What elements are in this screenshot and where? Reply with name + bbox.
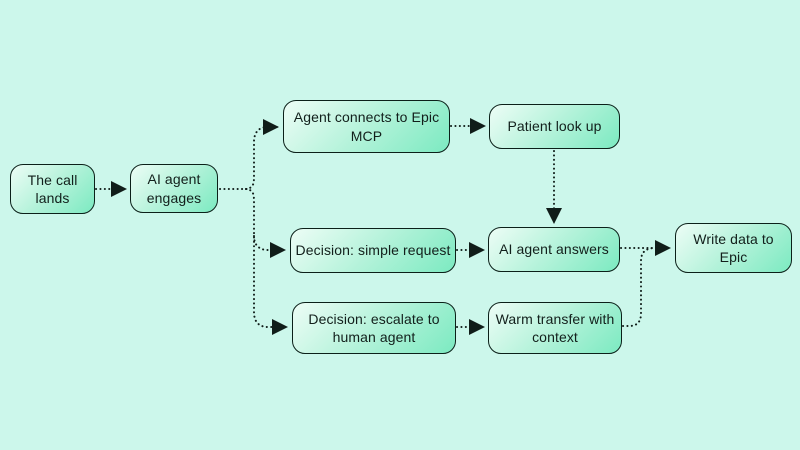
edge-warm-transfer-to-write-epic xyxy=(622,247,664,327)
flow-node-ai-answers: AI agent answers xyxy=(488,227,620,272)
flow-node-label: Agent connects to Epic MCP xyxy=(293,109,440,144)
flow-node-ai-engages: AI agent engages xyxy=(130,164,218,213)
flow-node-label: Warm transfer with context xyxy=(495,310,615,345)
flow-node-connects-epic: Agent connects to Epic MCP xyxy=(283,100,450,153)
flow-node-decision-escalate: Decision: escalate to human agent xyxy=(292,302,456,354)
flow-node-warm-transfer: Warm transfer with context xyxy=(488,302,622,354)
flow-node-label: AI agent engages xyxy=(146,171,202,206)
flow-node-label: Decision: escalate to human agent xyxy=(308,310,440,345)
flow-node-write-epic: Write data to Epic xyxy=(675,223,792,273)
flow-node-label: Patient look up xyxy=(507,118,602,135)
edge-ai-engages-to-decision-escalate xyxy=(245,188,288,335)
flow-node-patient-lookup: Patient look up xyxy=(489,104,620,149)
flow-node-call-lands: The call lands xyxy=(10,164,95,214)
edge-ai-engages-to-connects-epic xyxy=(245,119,279,190)
flow-node-label: The call lands xyxy=(27,171,78,206)
flow-node-label: Decision: simple request xyxy=(295,242,451,259)
flow-node-label: AI agent answers xyxy=(499,241,609,258)
flow-node-decision-simple: Decision: simple request xyxy=(290,228,456,273)
edge-ai-engages-to-decision-simple xyxy=(253,235,286,258)
flow-node-label: Write data to Epic xyxy=(693,230,774,265)
